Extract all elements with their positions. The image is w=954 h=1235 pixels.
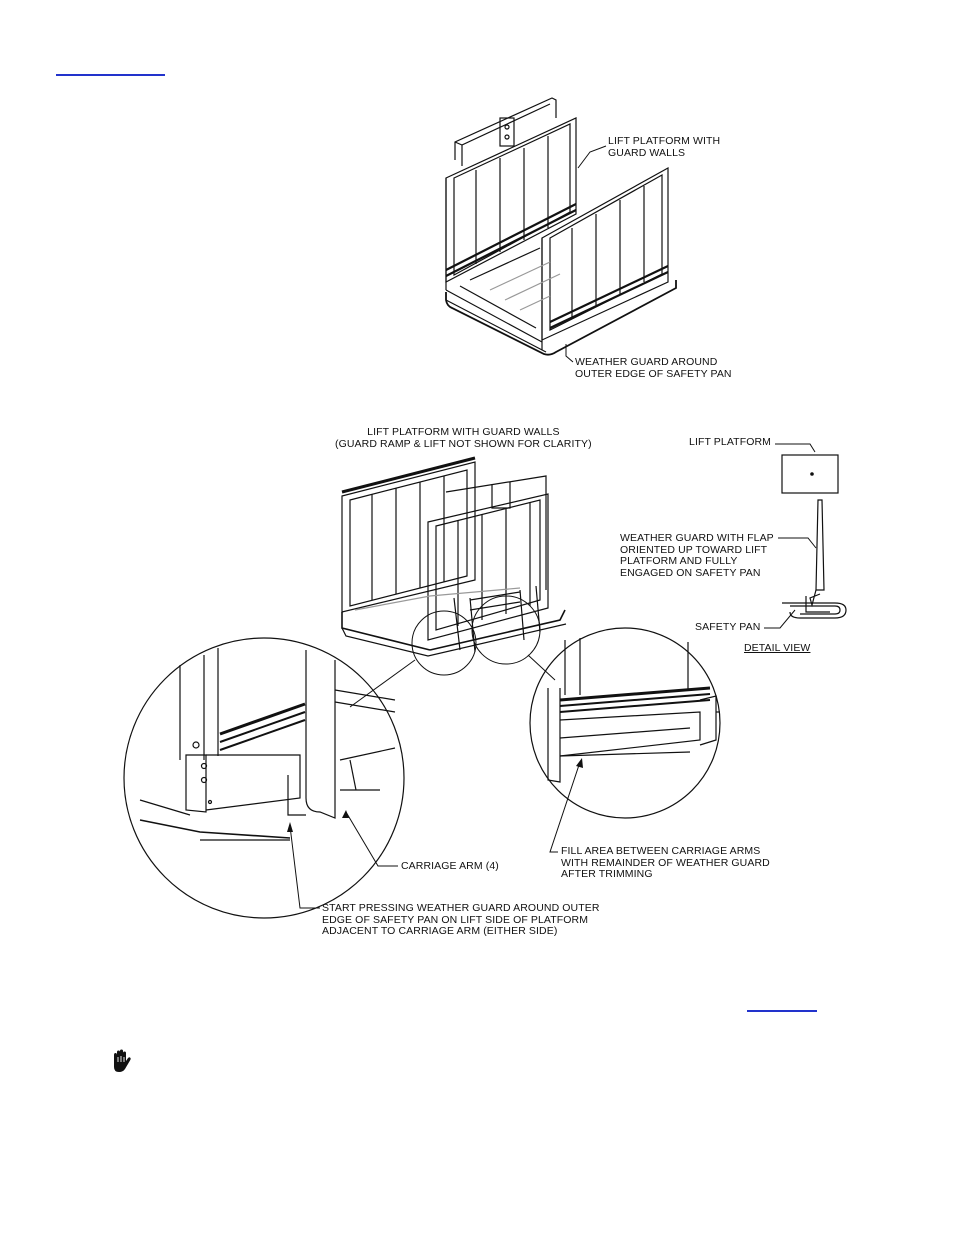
detail-view-drawing <box>764 443 847 629</box>
label-lift-platform-guard-walls: LIFT PLATFORM WITH GUARD WALLS <box>608 135 721 159</box>
detail-label-weather-guard-flap: WEATHER GUARD WITH FLAP ORIENTED UP TOWA… <box>620 532 774 579</box>
left-guard-wall <box>445 117 577 290</box>
bottom-link[interactable] <box>747 1010 817 1012</box>
callout-circle-right <box>471 595 541 665</box>
detail-view-caption: DETAIL VIEW <box>744 642 811 654</box>
leader-fill-area <box>549 761 581 853</box>
callout-circle-left <box>411 610 477 676</box>
top-link[interactable] <box>56 74 165 76</box>
label-fill-area: FILL AREA BETWEEN CARRIAGE ARMS WITH REM… <box>561 845 770 880</box>
leader-lift-platform <box>577 145 607 169</box>
label-weather-guard-outer-edge: WEATHER GUARD AROUND OUTER EDGE OF SAFET… <box>575 356 732 380</box>
label-start-pressing: START PRESSING WEATHER GUARD AROUND OUTE… <box>322 902 600 937</box>
detail-label-lift-platform: LIFT PLATFORM <box>689 436 772 448</box>
label-carriage-arm: CARRIAGE ARM (4) <box>401 860 499 872</box>
right-guard-wall <box>541 166 669 350</box>
platform-iso-view <box>341 456 567 657</box>
platform-floor <box>445 247 677 356</box>
detail-circle-right <box>529 627 721 819</box>
bottom-figure-title: LIFT PLATFORM WITH GUARD WALLS (GUARD RA… <box>335 426 592 450</box>
hand-stop-icon <box>114 1049 131 1072</box>
leader-start-pressing <box>289 825 320 909</box>
rear-gate <box>454 97 557 166</box>
leader-carriage-arm <box>345 811 398 867</box>
detail-circle-left <box>123 637 405 919</box>
leader-weather-guard <box>565 344 574 363</box>
detail-label-safety-pan: SAFETY PAN <box>695 621 761 633</box>
